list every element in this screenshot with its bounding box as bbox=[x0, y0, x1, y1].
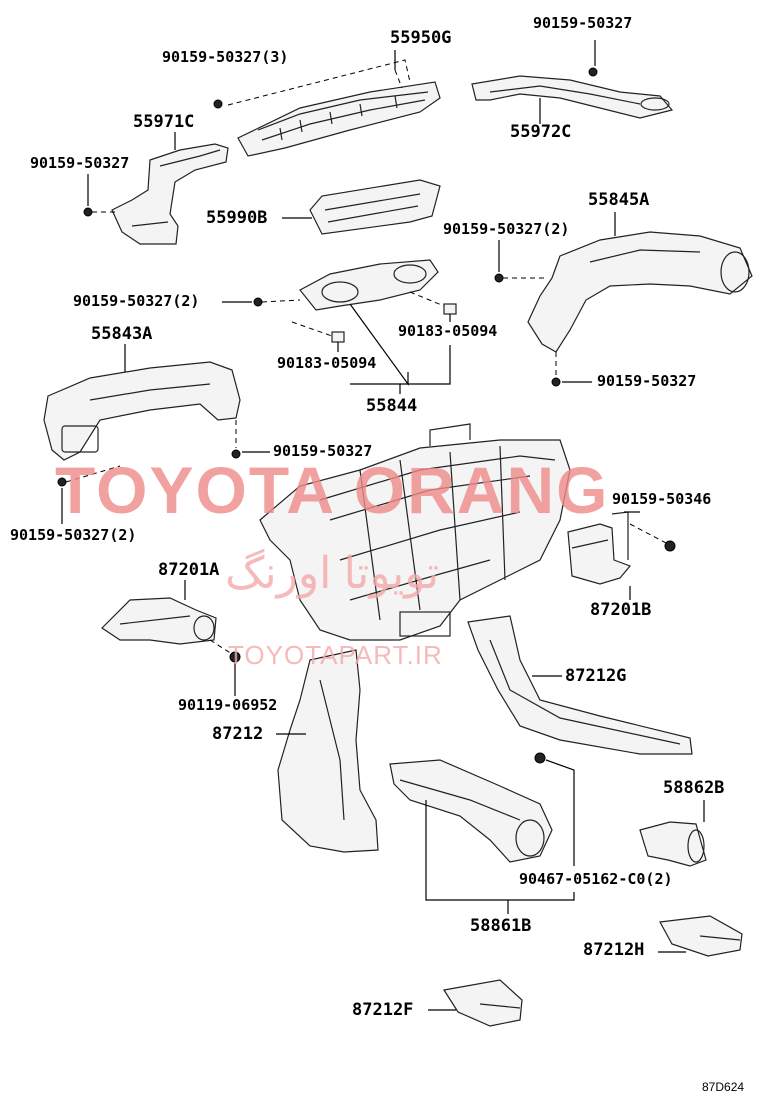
part-58862B-drawing bbox=[639, 821, 707, 867]
bolt-90159-50346 bbox=[664, 540, 676, 552]
part-55971C-drawing bbox=[111, 143, 229, 245]
part-87212-drawing bbox=[277, 649, 379, 853]
watermark-url: TOYOTAPART.IR bbox=[228, 640, 443, 670]
bolt-90159-50327-right-low bbox=[551, 377, 561, 387]
part-58861B-drawing bbox=[389, 759, 553, 863]
part-87212H-drawing bbox=[659, 915, 743, 957]
bolt-90159-50327-left bbox=[83, 207, 93, 217]
label-58861B: 58861B bbox=[470, 916, 532, 936]
clip-90183-05094-right bbox=[443, 303, 457, 315]
part-55844-drawing bbox=[299, 259, 439, 311]
label-58862B: 58862B bbox=[663, 778, 725, 798]
label-90159-50346: 90159-50346 bbox=[612, 490, 712, 508]
label-55950G: 55950G bbox=[390, 28, 452, 48]
bolt-90159-50327-top bbox=[588, 67, 598, 77]
part-55990B-drawing bbox=[309, 179, 441, 235]
bolt-90467-05162 bbox=[534, 752, 546, 764]
hvac-unit-drawing bbox=[259, 423, 571, 641]
label-55844: 55844 bbox=[366, 396, 418, 416]
bolt-90159-50327-2-right bbox=[494, 273, 504, 283]
part-87212G-drawing bbox=[467, 615, 693, 755]
label-55843A: 55843A bbox=[91, 324, 153, 344]
watermark-main: TOYOTA ORANG bbox=[55, 453, 610, 527]
part-87212F-drawing bbox=[443, 979, 523, 1027]
label-87201B: 87201B bbox=[590, 600, 652, 620]
label-55990B: 55990B bbox=[206, 208, 268, 228]
label-55971C: 55971C bbox=[133, 112, 195, 132]
label-87212: 87212 bbox=[212, 724, 264, 744]
bolt-90159-50327-3 bbox=[213, 99, 223, 109]
part-55950G-drawing bbox=[227, 59, 441, 157]
label-90159-50327-2-mid: 90159-50327(2) bbox=[73, 292, 200, 310]
part-55843A-drawing bbox=[43, 361, 241, 461]
label-87212H: 87212H bbox=[583, 940, 645, 960]
label-90159-50327-2-right: 90159-50327(2) bbox=[443, 220, 570, 238]
label-87212G: 87212G bbox=[565, 666, 627, 686]
bolt-90159-50327-2-mid bbox=[253, 297, 263, 307]
label-90159-50327-top: 90159-50327 bbox=[533, 14, 633, 32]
label-90159-50327-2-left: 90159-50327(2) bbox=[10, 526, 137, 544]
label-87212F: 87212F bbox=[352, 1000, 414, 1020]
label-90159-50327-center: 90159-50327 bbox=[273, 442, 373, 460]
image-code: 87D624 bbox=[702, 1080, 745, 1094]
label-55845A: 55845A bbox=[588, 190, 650, 210]
label-87201A: 87201A bbox=[158, 560, 220, 580]
clip-90183-05094-left bbox=[331, 331, 345, 343]
watermark-persian: تویوتا اورنگ bbox=[225, 549, 440, 598]
part-55972C-drawing bbox=[471, 75, 674, 119]
bolt-90159-50327-center bbox=[231, 449, 241, 459]
label-90183-05094-left: 90183-05094 bbox=[277, 354, 377, 372]
part-87201A-drawing bbox=[101, 597, 217, 645]
label-90467-05162-C0-2: 90467-05162-C0(2) bbox=[519, 870, 673, 888]
label-90159-50327-left: 90159-50327 bbox=[30, 154, 130, 172]
bolt-90119-06952 bbox=[229, 651, 241, 663]
label-90159-50327-right-low: 90159-50327 bbox=[597, 372, 697, 390]
label-90119-06952: 90119-06952 bbox=[178, 696, 278, 714]
label-90159-50327-3: 90159-50327(3) bbox=[162, 48, 289, 66]
label-90183-05094-right: 90183-05094 bbox=[398, 322, 498, 340]
label-55972C: 55972C bbox=[510, 122, 572, 142]
part-55845A-drawing bbox=[527, 231, 753, 353]
